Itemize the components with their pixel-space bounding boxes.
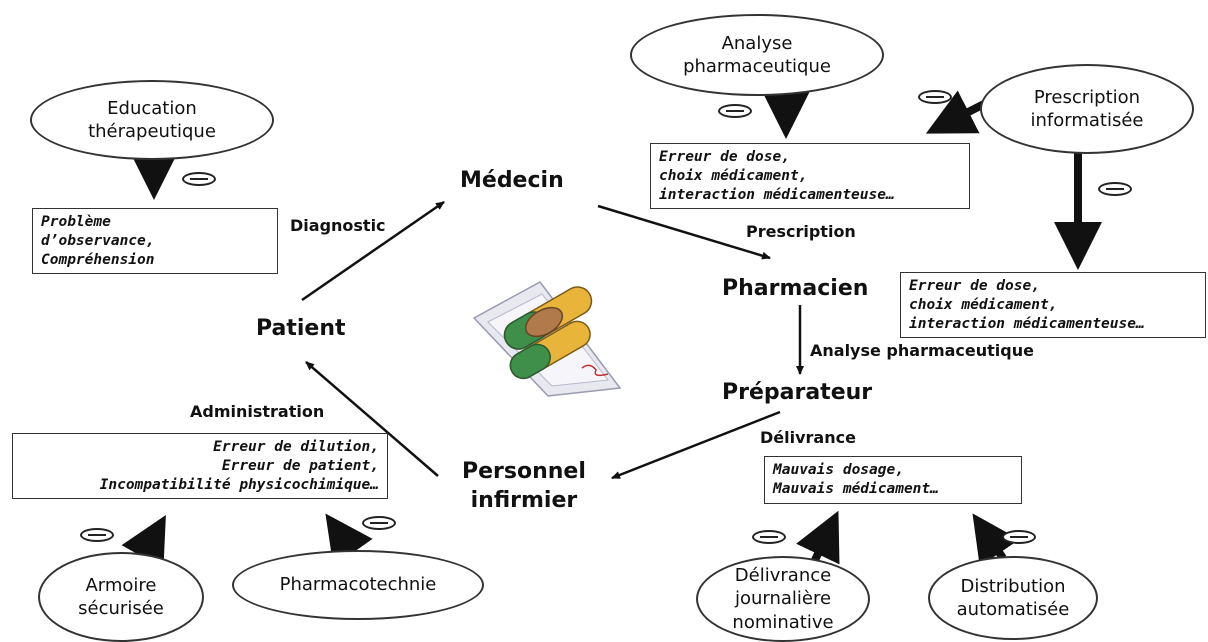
role-pharmacien: Pharmacien (722, 276, 869, 301)
role-personnel-infirmier: Personnel infirmier (462, 459, 586, 513)
flow-administration: Administration (190, 402, 325, 421)
barrier-analyse-pharmaceutique: Analyse pharmaceutique (630, 14, 884, 96)
role-patient: Patient (256, 316, 346, 341)
error-box-pharmacien: Erreur de dose, choix médicament, intera… (900, 272, 1206, 338)
barrier-delivrance-journaliere: Délivrance journalière nominative (696, 556, 870, 642)
minus-icon (752, 530, 786, 544)
minus-icon (1098, 182, 1132, 196)
flow-prescription: Prescription (746, 222, 856, 241)
barrier-education-therapeutique: Education thérapeutique (30, 80, 274, 160)
arrow-distribution-erreur (972, 513, 1020, 567)
minus-icon (362, 516, 396, 530)
barrier-prescription-informatisee: Prescription informatisée (980, 64, 1194, 154)
error-box-preparateur: Mauvais dosage, Mauvais médicament… (764, 456, 1022, 504)
minus-icon (80, 528, 114, 542)
role-preparateur: Préparateur (722, 380, 873, 405)
flow-delivrance: Délivrance (760, 428, 856, 447)
error-box-medecin: Erreur de dose, choix médicament, intera… (650, 143, 970, 209)
role-medecin: Médecin (460, 168, 564, 193)
minus-icon (182, 172, 216, 186)
barrier-armoire-securisee: Armoire sécurisée (38, 552, 204, 642)
flow-analyse-pharmaceutique: Analyse pharmaceutique (810, 341, 1034, 360)
arrow-personnel-patient (305, 361, 439, 477)
barrier-distribution-automatisee: Distribution automatisée (928, 556, 1098, 640)
arrow-medecin-pharmacien (597, 204, 771, 260)
minus-icon (918, 90, 952, 104)
arrow-patient-medecin (301, 200, 445, 302)
flow-diagnostic: Diagnostic (290, 216, 386, 235)
minus-icon (718, 104, 752, 118)
error-box-personnel: Erreur de dilution, Erreur de patient, I… (12, 433, 388, 499)
minus-icon (1002, 530, 1036, 544)
arrow-delivrance-erreur (796, 510, 840, 565)
error-box-patient: Problème d’observance, Compréhension (32, 208, 278, 274)
arrow-armoire-erreur (121, 515, 166, 569)
arrow-preparateur-personnel (611, 410, 781, 480)
arrow-prescription-erreur (925, 90, 990, 134)
pills-icon (472, 281, 622, 397)
barrier-pharmacotechnie: Pharmacotechnie (232, 550, 484, 620)
